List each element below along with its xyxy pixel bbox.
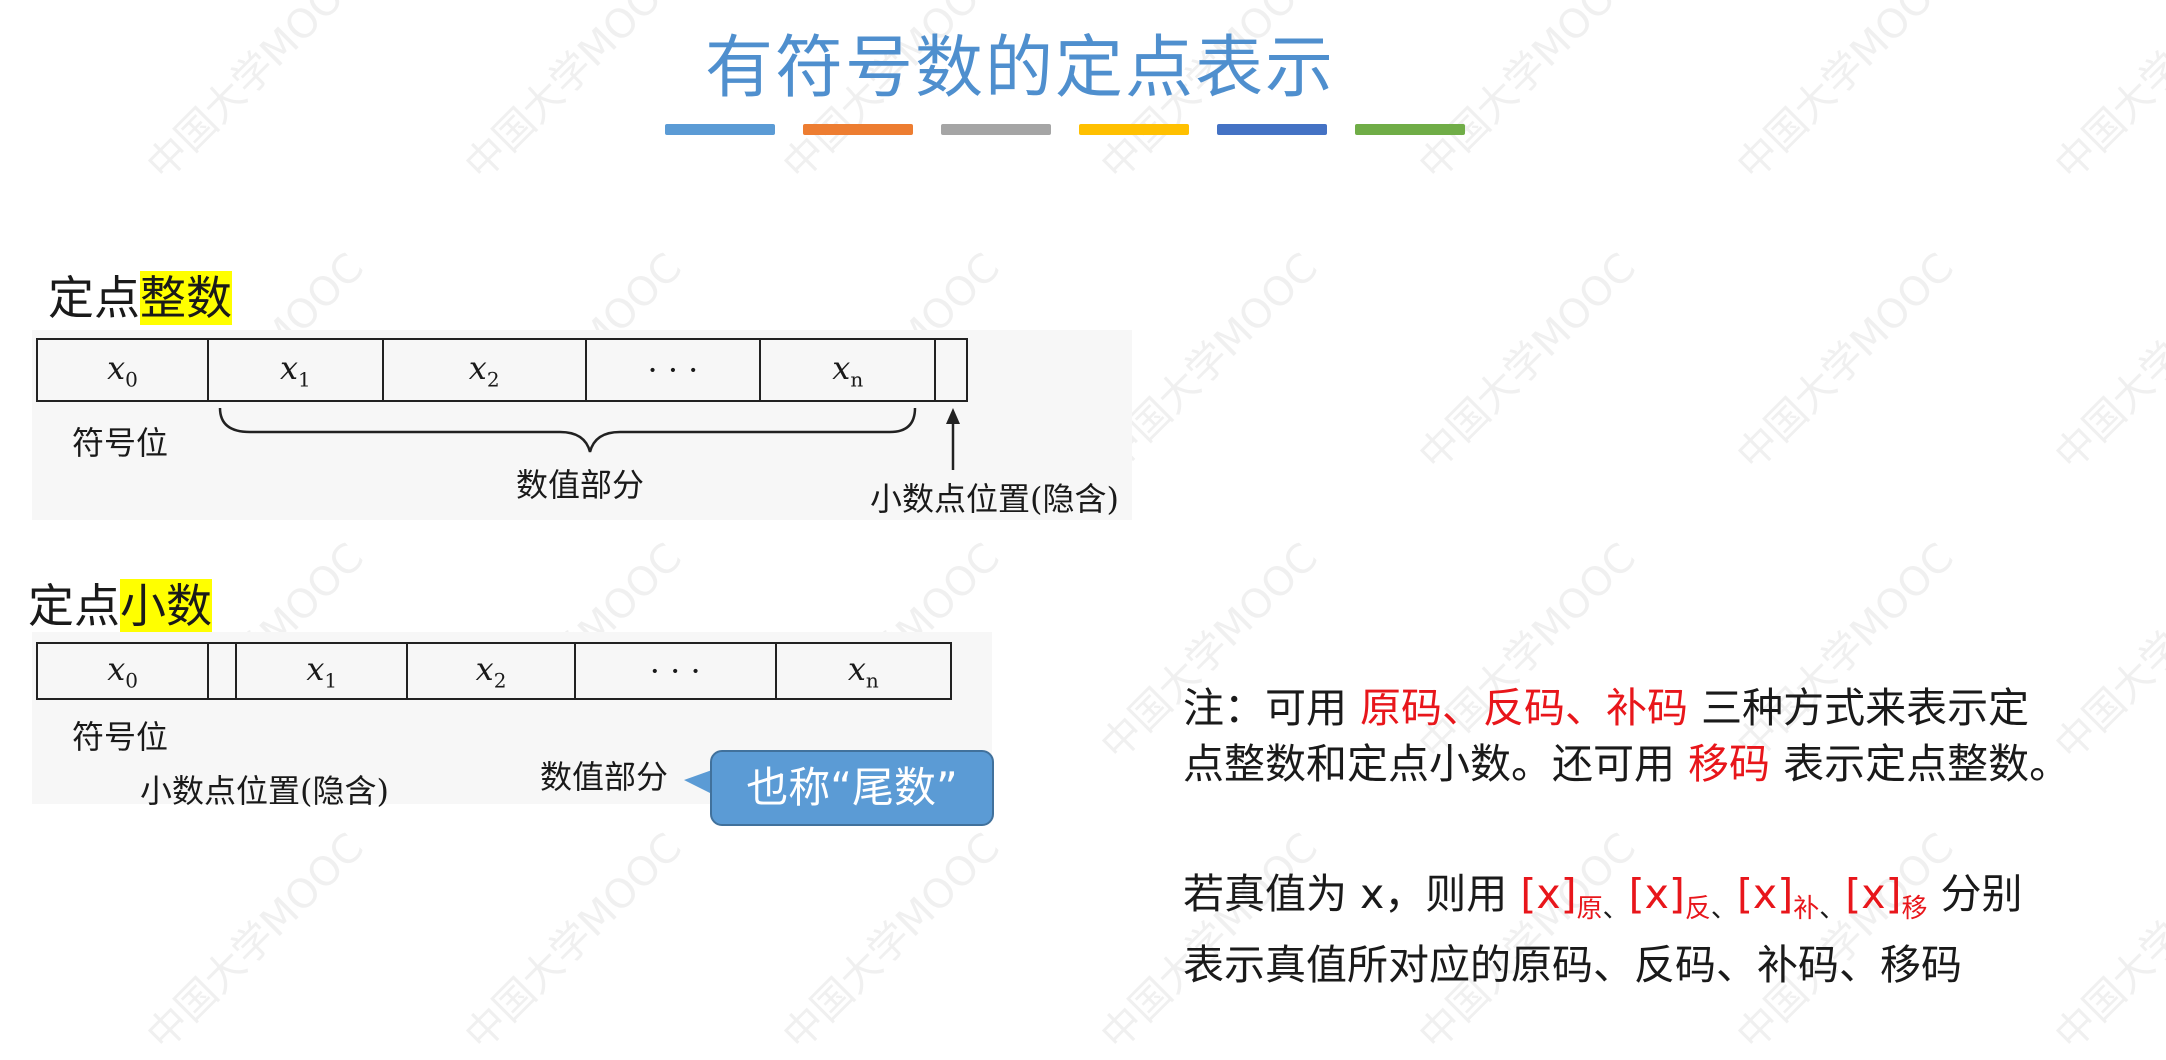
fraction-register: x0 x1 x2 · · · xn [35,642,953,700]
heading-prefix: 定点 [28,579,120,633]
register-cell: · · · [573,642,777,700]
implied-point-label: 小数点位置(隐含) [870,480,1119,518]
notation-biased: [x]移 [1845,870,1928,925]
value-part-label: 数值部分 [516,466,645,504]
notation-line-2: 表示真值所对应的原码、反码、补码、移码 [1183,941,1962,990]
register-cell: xn [774,642,953,700]
notation-ones-complement: [x]反 [1628,870,1711,925]
implied-point-label: 小数点位置(隐含) [140,772,389,810]
register-point-cell [934,338,968,402]
sign-bit-label: 符号位 [72,424,169,462]
value-brace [218,407,917,453]
heading-highlight: 小数 [120,579,212,633]
page-title: 有符号数的定点表示 [704,29,1335,108]
mantissa-callout: 也称“尾数” [710,750,994,826]
register-cell: · · · [584,338,762,402]
color-bar [665,124,775,135]
heading-prefix: 定点 [48,271,140,325]
encoding-note: 注：可用 原码、反码、补码 三种方式来表示定 点整数和定点小数。还可用 移码 表… [1183,680,2143,792]
register-cell: x1 [206,338,384,402]
sign-bit-label: 符号位 [72,718,169,756]
note-line-2: 点整数和定点小数。还可用 移码 表示定点整数。 [1183,740,2071,788]
integer-register: x0 x1 x2 · · · xn [36,338,968,402]
notation-sign-magnitude: [x]原 [1520,870,1603,925]
register-cell: xn [759,338,937,402]
notation-line-1: 若真值为 x，则用 [x]原、[x]反、[x]补、[x]移 分别 [1183,870,2023,925]
title-color-bars [665,124,1465,135]
color-bar [941,124,1051,135]
color-bar [1217,124,1327,135]
biased-code-text: 移码 [1688,740,1771,788]
color-bar [803,124,913,135]
value-part-label: 数值部分 [540,758,669,796]
register-cell: x1 [235,642,409,700]
register-point-cell [207,642,238,700]
register-cell: x2 [381,338,587,402]
register-cell: x0 [35,642,210,700]
codes-text: 原码、反码、补码 [1360,684,1689,732]
color-bar [1079,124,1189,135]
point-arrowhead [946,408,960,424]
notation-twos-complement: [x]补 [1736,870,1820,925]
register-cell: x0 [36,338,209,402]
heading-highlight: 整数 [140,271,232,325]
fraction-heading: 定点小数 [28,570,212,636]
register-cell: x2 [406,642,576,700]
color-bar [1355,124,1465,135]
callout-tail [684,770,712,794]
notation-note: 若真值为 x，则用 [x]原、[x]反、[x]补、[x]移 分别 表示真值所对应… [1183,866,2143,993]
note-line-1: 注：可用 原码、反码、补码 三种方式来表示定 [1183,684,2030,732]
integer-heading: 定点整数 [48,262,232,328]
